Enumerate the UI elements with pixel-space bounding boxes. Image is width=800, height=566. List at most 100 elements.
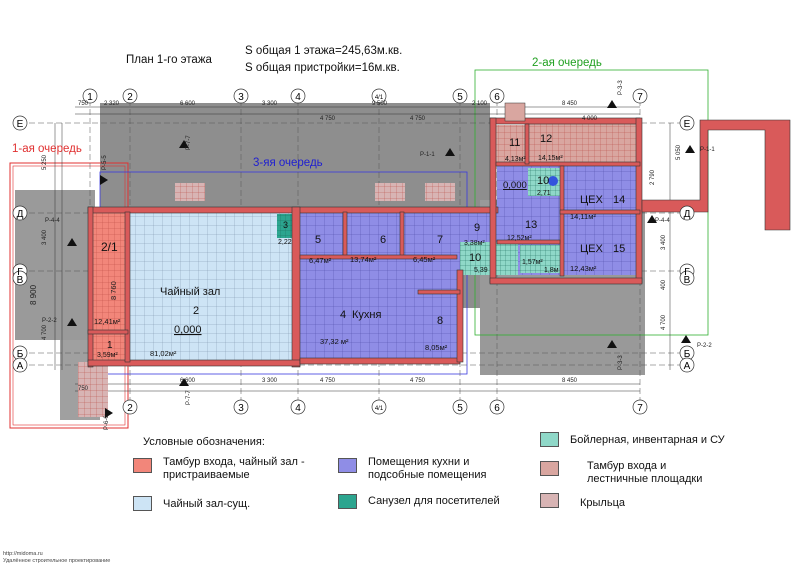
axis-e-right: Е xyxy=(684,119,691,130)
room-13-num: 13 xyxy=(525,219,537,231)
legend-label-wc: Санузел для посетителей xyxy=(368,495,500,507)
room-21-num: 2/1 xyxy=(101,240,118,254)
svg-text:6 600: 6 600 xyxy=(180,378,196,384)
plan-title: План 1-го этажа xyxy=(126,54,212,66)
room-1-area: 3,59м² xyxy=(97,352,118,359)
svg-text:Р-1-1: Р-1-1 xyxy=(700,147,715,153)
svg-text:5 050: 5 050 xyxy=(676,144,682,160)
dimension-lines xyxy=(54,106,671,392)
svg-text:4 750: 4 750 xyxy=(320,378,336,384)
svg-text:8 450: 8 450 xyxy=(562,378,578,384)
footer-url: http://midoma.ru xyxy=(3,551,43,557)
room-labels: 2/1 12,41м² 1 3,59м² Чайный зал 2 0,000 … xyxy=(94,133,625,359)
axis-markers xyxy=(12,88,695,415)
annex-vestibule xyxy=(504,102,526,122)
axis-7-bottom: 7 xyxy=(637,403,643,414)
room-3-area: 2,22 xyxy=(278,239,292,246)
room-2-num: 2 xyxy=(193,305,199,317)
room-13-area: 12,52м² xyxy=(507,235,532,242)
legend-label-porch: Крыльца xyxy=(580,497,625,509)
legend-swatch-wc xyxy=(338,494,357,509)
svg-text:2 320: 2 320 xyxy=(104,101,120,107)
axis-labels-numeric: 1 2 3 4 4/1 5 6 7 2 3 4 4/1 5 6 7 xyxy=(87,92,643,414)
room-13-level: 0,000 xyxy=(503,180,527,191)
room-2-level: 0,000 xyxy=(174,324,202,336)
axis-6-bottom: 6 xyxy=(494,403,500,414)
footer-caption: Удалённое строительное проектирование xyxy=(3,558,111,564)
section-mark-icons xyxy=(67,100,695,418)
svg-text:400: 400 xyxy=(661,279,667,290)
axis-b-left: Б xyxy=(17,349,24,360)
axis-3-bottom: 3 xyxy=(238,403,244,414)
stage-2-label: 2-ая очередь xyxy=(532,57,602,69)
room-16-area: 1,57м² xyxy=(522,259,543,266)
svg-text:Р-1-1: Р-1-1 xyxy=(420,152,435,158)
room-14-num: 14 xyxy=(613,194,625,206)
room-5-num: 5 xyxy=(315,234,321,246)
room-5-area: 6,47м² xyxy=(309,256,332,265)
axis-5-top: 5 xyxy=(457,92,463,103)
svg-text:4 750: 4 750 xyxy=(410,116,426,122)
axis-5-bottom: 5 xyxy=(457,403,463,414)
room-14-name: ЦЕХ xyxy=(580,194,603,206)
axis-2-top: 2 xyxy=(127,92,133,103)
svg-text:Р-2-2: Р-2-2 xyxy=(42,318,57,324)
svg-text:4 700: 4 700 xyxy=(42,324,48,340)
svg-text:4 000: 4 000 xyxy=(582,116,598,122)
dimension-texts: 750 2 320 6 600 3 300 9 500 2 100 8 450 … xyxy=(29,101,682,392)
svg-text:Р-4-4: Р-4-4 xyxy=(45,218,60,224)
room-10b-area: 2,71 xyxy=(537,190,551,197)
svg-text:8 450: 8 450 xyxy=(562,101,578,107)
room-15-area: 12,43м² xyxy=(570,264,597,273)
axis-v-right: В xyxy=(684,275,691,286)
svg-text:Р-3-3: Р-3-3 xyxy=(618,80,624,95)
svg-text:Р-4-4: Р-4-4 xyxy=(655,218,670,224)
axis-b-right: Б xyxy=(684,349,691,360)
svg-text:2 790: 2 790 xyxy=(650,169,656,185)
axis-41-top: 4/1 xyxy=(375,95,384,101)
svg-text:9 500: 9 500 xyxy=(372,101,388,107)
axis-4-top: 4 xyxy=(295,92,301,103)
svg-text:4 750: 4 750 xyxy=(410,378,426,384)
svg-text:3 400: 3 400 xyxy=(661,234,667,250)
axis-g-left: Г xyxy=(17,267,23,278)
svg-text:Р-6-6: Р-6-6 xyxy=(104,415,110,430)
walls xyxy=(87,117,643,368)
legend-swatch-boiler xyxy=(540,432,559,447)
room-4-area: 37,32 м² xyxy=(320,337,349,346)
legend-swatch-stair xyxy=(540,461,559,476)
svg-text:8 760: 8 760 xyxy=(109,281,118,300)
svg-text:Р-7-7: Р-7-7 xyxy=(186,135,192,150)
room-8-area: 8,05м² xyxy=(425,343,448,352)
room-6-num: 6 xyxy=(380,234,386,246)
room-7-area: 6,45м² xyxy=(413,255,436,264)
axis-a-left: А xyxy=(17,361,24,372)
room-2-name: Чайный зал xyxy=(160,286,220,298)
svg-text:5 250: 5 250 xyxy=(42,154,48,170)
room-14-area: 14,11м² xyxy=(570,212,596,221)
axis-2-bottom: 2 xyxy=(127,403,133,414)
area-line-2: S общая пристройки=16м.кв. xyxy=(245,62,400,74)
axis-d-left: Д xyxy=(17,209,24,220)
legend-swatch-addition xyxy=(133,458,152,473)
axis-41-bottom: 4/1 xyxy=(375,406,384,412)
svg-text:Р-2-2: Р-2-2 xyxy=(697,343,712,349)
legend-swatch-kitchen xyxy=(338,458,357,473)
svg-text:3 300: 3 300 xyxy=(262,101,278,107)
room-11-num: 11 xyxy=(509,137,520,149)
area-line-1: S общая 1 этажа=245,63м.кв. xyxy=(245,45,403,57)
legend-label-boiler: Бойлерная, инвентарная и СУ xyxy=(570,434,725,446)
boiler-icon xyxy=(548,176,558,186)
svg-text:3 300: 3 300 xyxy=(262,378,278,384)
room-12-area: 14,15м² xyxy=(538,155,563,162)
svg-text:4 750: 4 750 xyxy=(320,116,336,122)
axis-6-top: 6 xyxy=(494,92,500,103)
room-9-area: 3,38м² xyxy=(464,240,485,247)
axis-e-left: Е xyxy=(17,119,24,130)
axis-1-top: 1 xyxy=(87,92,93,103)
axis-7-top: 7 xyxy=(637,92,643,103)
axis-4-bottom: 4 xyxy=(295,403,301,414)
room-6-area: 13,74м² xyxy=(350,255,377,264)
svg-text:Р-5-5: Р-5-5 xyxy=(102,155,108,170)
